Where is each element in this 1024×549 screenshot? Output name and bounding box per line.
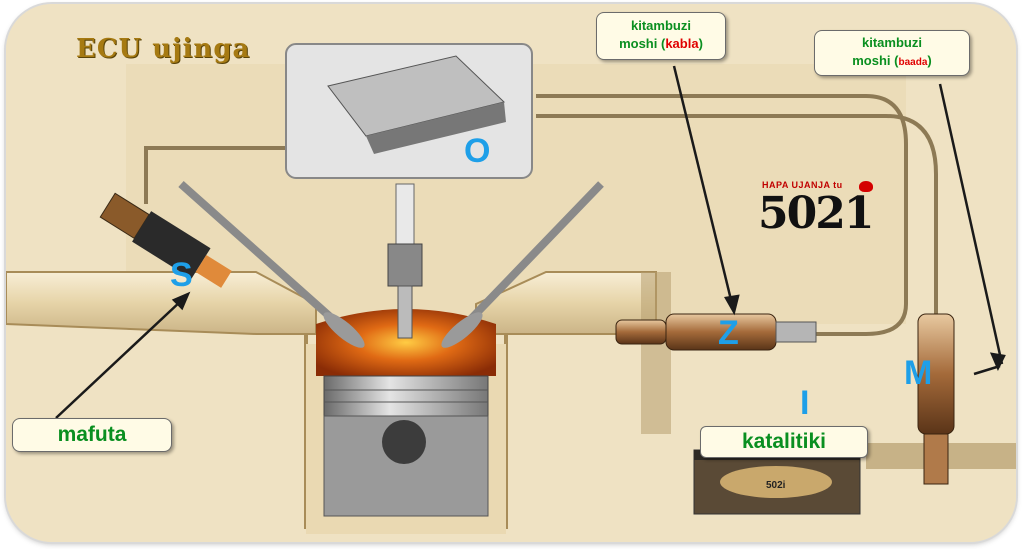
- catalyst-letter: I: [800, 384, 810, 422]
- spark-plug: [387, 183, 423, 339]
- piston: [323, 375, 489, 517]
- callout-sensor-after-line1: kitambuzi: [862, 35, 922, 50]
- injector-letter: S: [170, 256, 193, 294]
- exhaust-valve: [441, 181, 604, 348]
- combustion-chamber: [316, 309, 496, 376]
- catalyst-photo-text: 502i: [766, 480, 786, 491]
- sensor-before-letter: Z: [718, 314, 739, 352]
- diagram-frame: ECU ujinga O S Z M I mafuta kitambuzi mo…: [6, 4, 1016, 542]
- callout-arrows: [55, 65, 1006, 419]
- brand-dot-icon: [859, 181, 873, 192]
- diagram-title: ECU ujinga: [76, 34, 251, 64]
- callout-sensor-after-line2: moshi (baada): [852, 53, 932, 68]
- brand-logo: 5021: [758, 188, 874, 239]
- sensor-after-letter: M: [904, 354, 933, 392]
- callout-sensor-after-emphasis: baada: [898, 57, 928, 68]
- callout-sensor-before-line1: kitambuzi: [631, 18, 691, 33]
- callout-fuel: mafuta: [12, 418, 172, 452]
- sensor-before-wire: [536, 94, 908, 336]
- callout-fuel-text: mafuta: [57, 423, 127, 446]
- injector-wire: [144, 146, 306, 204]
- oxygen-sensor-before: [615, 313, 817, 351]
- callout-sensor-before: kitambuzi moshi (kabla): [596, 12, 726, 60]
- ecu-box: [285, 43, 533, 179]
- callout-sensor-before-emphasis: kabla: [665, 36, 699, 51]
- ecu-letter: O: [464, 132, 491, 170]
- oxygen-sensor-after: [917, 313, 955, 485]
- fuel-injector: [99, 192, 232, 288]
- sensor-after-wire: [536, 114, 938, 314]
- brand-tagline: HAPA UJANJA tu: [762, 180, 843, 190]
- callout-sensor-before-line2: moshi (kabla): [619, 36, 703, 51]
- callout-sensor-after: kitambuzi moshi (baada): [814, 30, 970, 76]
- intake-port: [6, 271, 317, 335]
- intake-valve: [178, 181, 365, 348]
- callout-catalyst: katalitiki: [700, 426, 868, 458]
- engine-illustration: [6, 4, 1016, 542]
